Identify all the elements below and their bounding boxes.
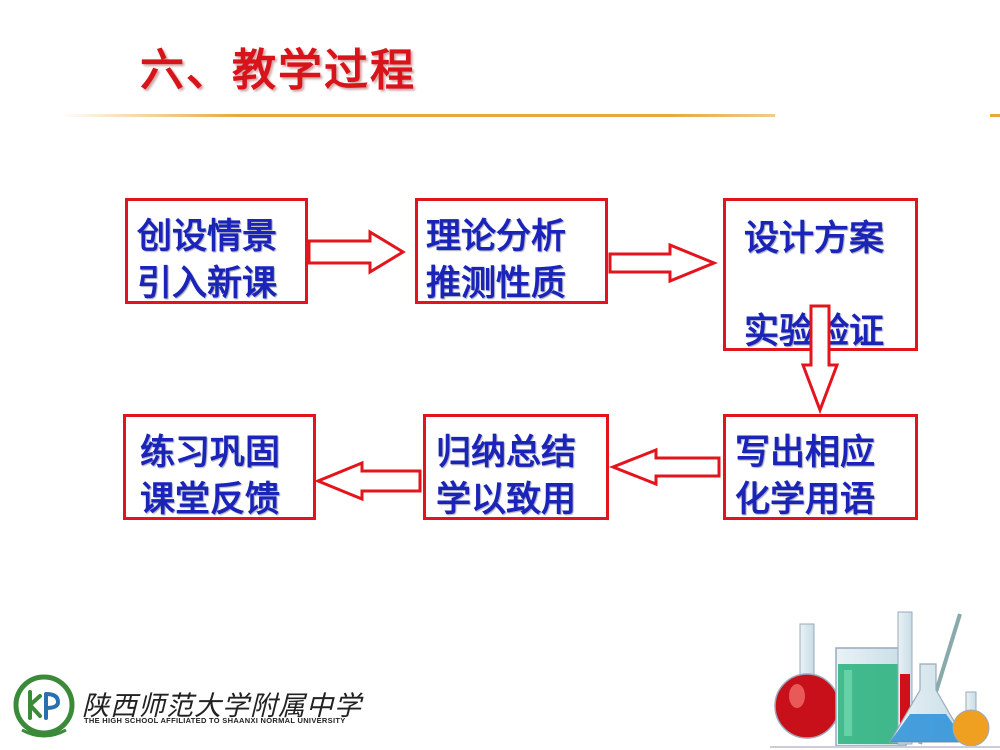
step-box-intro bbox=[125, 198, 308, 304]
step-summary-line1: 归纳总结 bbox=[436, 433, 577, 473]
step-box-expression bbox=[723, 414, 918, 520]
school-name-en: THE HIGH SCHOOL AFFILIATED TO SHAANXI NO… bbox=[84, 716, 346, 725]
arrow-left-1-icon bbox=[608, 447, 721, 487]
arrow-left-2-icon bbox=[314, 460, 422, 502]
step-analysis-line2: 推测性质 bbox=[426, 264, 567, 304]
step-summary-line2: 学以致用 bbox=[436, 480, 577, 520]
slide-title: 六、教学过程 bbox=[140, 45, 416, 96]
step-practice-line2: 课堂反馈 bbox=[140, 480, 281, 520]
step-expression-line1: 写出相应 bbox=[735, 433, 876, 473]
step-analysis-line1: 理论分析 bbox=[426, 217, 567, 257]
arrow-down-icon bbox=[800, 304, 840, 415]
step-experiment-line1: 设计方案 bbox=[744, 219, 885, 259]
lab-glassware-icon bbox=[770, 611, 1000, 748]
step-intro-line1: 创设情景 bbox=[137, 217, 278, 257]
school-name-cn: 陕西师范大学附属中学 bbox=[82, 691, 362, 722]
step-box-practice bbox=[123, 414, 316, 520]
school-logo-icon bbox=[13, 674, 75, 738]
step-box-summary bbox=[423, 414, 609, 520]
title-divider bbox=[60, 114, 775, 117]
step-box-analysis bbox=[415, 198, 608, 304]
step-intro-line2: 引入新课 bbox=[137, 264, 278, 304]
arrow-right-2-icon bbox=[608, 242, 718, 284]
arrow-right-1-icon bbox=[307, 229, 406, 275]
step-practice-line1: 练习巩固 bbox=[140, 433, 281, 473]
title-divider-tail bbox=[990, 114, 1000, 117]
step-expression-line2: 化学用语 bbox=[735, 480, 876, 520]
